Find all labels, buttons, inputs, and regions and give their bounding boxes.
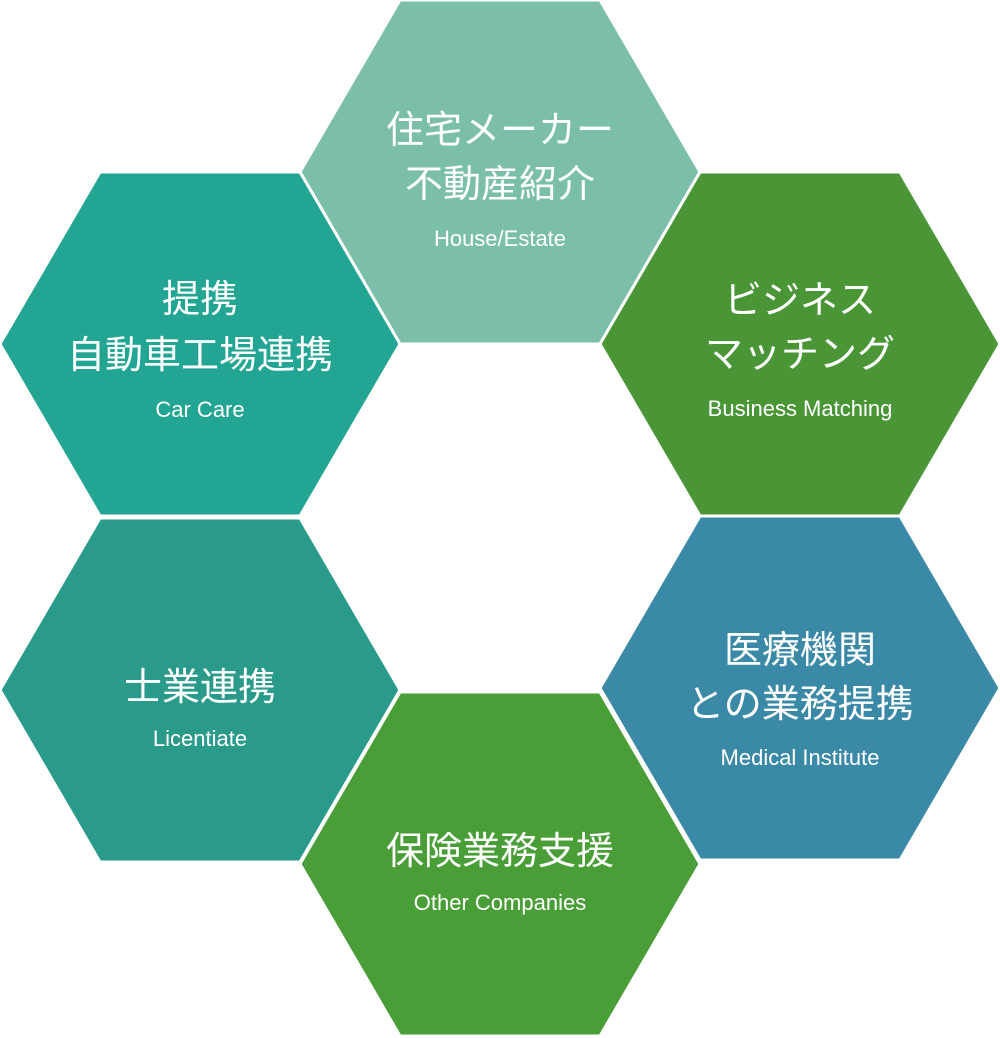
hex-medical-institute-subtitle: Medical Institute: [721, 745, 880, 770]
hex-medical-institute: 医療機関 との業務提携 Medical Institute: [598, 514, 1000, 862]
hex-car-care-title-line-1: 提携: [162, 277, 238, 321]
hex-licentiate-subtitle: Licentiate: [153, 726, 247, 751]
hex-licentiate: 士業連携 Licentiate: [0, 516, 402, 864]
hex-other-companies-shape: [298, 690, 702, 1038]
hex-business-matching-title-line-2: マッチング: [705, 332, 895, 376]
hex-licentiate-shape: [0, 516, 402, 864]
hex-car-care: 提携 自動車工場連携 Car Care: [0, 170, 402, 518]
hex-other-companies-subtitle: Other Companies: [414, 890, 586, 915]
hex-medical-institute-title-line-1: 医療機関: [724, 628, 876, 672]
hex-house-estate-subtitle: House/Estate: [434, 226, 566, 251]
hex-car-care-title-line-2: 自動車工場連携: [67, 333, 333, 377]
hex-business-matching-subtitle: Business Matching: [708, 396, 893, 421]
hex-medical-institute-title-line-2: との業務提携: [686, 682, 914, 726]
hex-house-estate-title-line-2: 不動産紹介: [405, 162, 595, 206]
hex-licentiate-title-line-1: 士業連携: [124, 665, 276, 709]
hex-house-estate: 住宅メーカー 不動産紹介 House/Estate: [298, 0, 702, 346]
hex-car-care-subtitle: Car Care: [155, 397, 244, 422]
hex-other-companies-title-line-1: 保険業務支援: [386, 829, 614, 873]
hex-medical-institute-shape: [598, 514, 1000, 862]
hex-other-companies: 保険業務支援 Other Companies: [298, 690, 702, 1038]
hex-house-estate-title-line-1: 住宅メーカー: [386, 108, 614, 152]
hex-car-care-shape: [0, 170, 402, 518]
hex-business-matching-title-line-1: ビジネス: [724, 278, 876, 322]
